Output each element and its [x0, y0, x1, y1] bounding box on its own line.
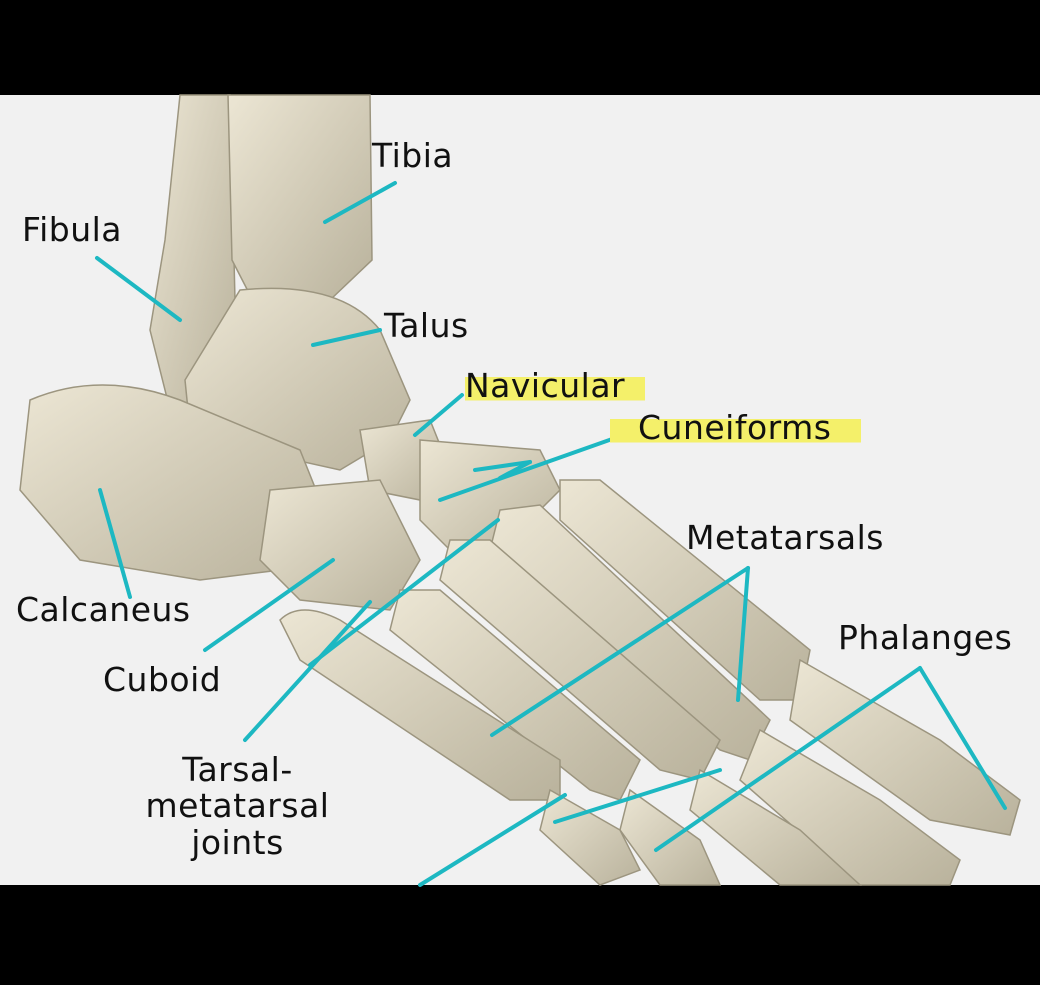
tarsal-leader-a — [243, 600, 372, 742]
phalanges-2 — [739, 728, 961, 886]
tibia-bone — [227, 94, 373, 301]
cuboid-bone — [259, 479, 421, 611]
phalanges-1 — [789, 658, 1021, 836]
label-cuboid: Cuboid — [103, 660, 222, 699]
fibula-leader — [95, 256, 182, 322]
label-tarsal-line2: metatarsal — [145, 786, 330, 826]
tarsal-leader-c — [418, 793, 567, 887]
label-calcaneus: Calcaneus — [16, 590, 191, 629]
label-talus: Talus — [384, 306, 469, 345]
label-fibula: Fibula — [22, 210, 123, 249]
cuneiforms-leader — [438, 430, 634, 502]
phalanges-5 — [539, 788, 642, 886]
navicular-leader — [413, 393, 464, 437]
label-tarsal-line3: joints — [191, 822, 284, 862]
metatarsals-leader-b — [736, 566, 750, 702]
tarsal-leader-d — [553, 768, 722, 824]
metatarsals-leader-a — [490, 566, 750, 737]
phalanges-leader-a — [654, 666, 922, 852]
leader-lines — [95, 181, 1007, 887]
label-cuneiforms: Cuneiforms — [610, 409, 862, 447]
tarsal-leader-b — [308, 518, 500, 667]
cuboid-leader — [203, 558, 335, 652]
label-tarsal-metatarsal-joints: Tarsal- metatarsal joints — [130, 750, 345, 862]
calcaneus-leader — [98, 488, 132, 599]
calcaneus-bone — [19, 384, 321, 581]
phalanges-leader-b — [918, 666, 1007, 810]
label-tarsal-line1: Tarsal- — [182, 750, 293, 789]
talus-bone — [184, 287, 411, 471]
talus-leader — [311, 328, 382, 347]
metatarsal-5 — [279, 609, 561, 801]
label-phalanges: Phalanges — [838, 618, 1013, 657]
label-tibia: Tibia — [372, 136, 454, 175]
label-navicular: Navicular — [465, 367, 646, 405]
tibia-leader — [323, 181, 397, 224]
phalanges-4 — [619, 788, 722, 886]
label-metatarsals: Metatarsals — [686, 518, 884, 557]
